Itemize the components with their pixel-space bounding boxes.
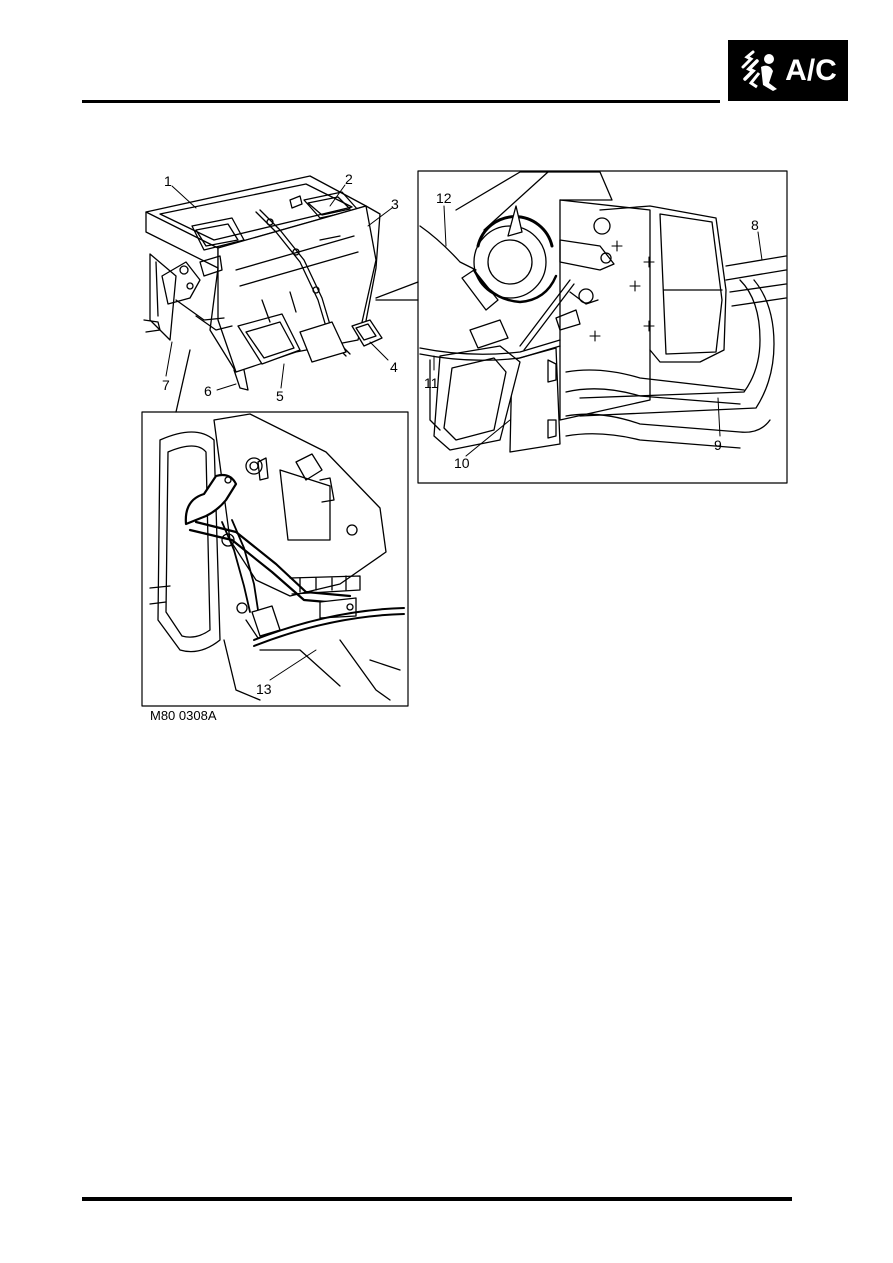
detail-pointer-line-lower xyxy=(175,349,191,413)
callout-11: 11 xyxy=(424,375,439,391)
detail-view-frame-lower xyxy=(141,411,409,707)
detail-pointer-line xyxy=(375,281,419,299)
section-badge: A/C xyxy=(728,40,848,101)
linkage-detail-drawing xyxy=(149,413,405,701)
callout-12: 12 xyxy=(436,190,452,206)
callout-5: 5 xyxy=(276,388,284,404)
leader-lines xyxy=(165,184,763,681)
flap-motor-detail-drawing xyxy=(419,171,787,453)
callout-1: 1 xyxy=(164,173,172,189)
section-badge-label: A/C xyxy=(785,53,837,87)
figure-reference: M80 0308A xyxy=(150,708,217,723)
footer-rule xyxy=(82,1197,792,1201)
air-conditioning-icon xyxy=(741,50,778,91)
header-rule xyxy=(82,100,720,103)
callout-3: 3 xyxy=(391,196,399,212)
heater-assembly-drawing xyxy=(143,175,383,391)
callout-13: 13 xyxy=(256,681,272,697)
callout-4: 4 xyxy=(390,359,398,375)
callout-2: 2 xyxy=(345,171,353,187)
callout-6: 6 xyxy=(204,383,212,399)
callout-10: 10 xyxy=(454,455,470,471)
callout-9: 9 xyxy=(714,437,722,453)
callout-8: 8 xyxy=(751,217,759,233)
callout-7: 7 xyxy=(162,377,170,393)
